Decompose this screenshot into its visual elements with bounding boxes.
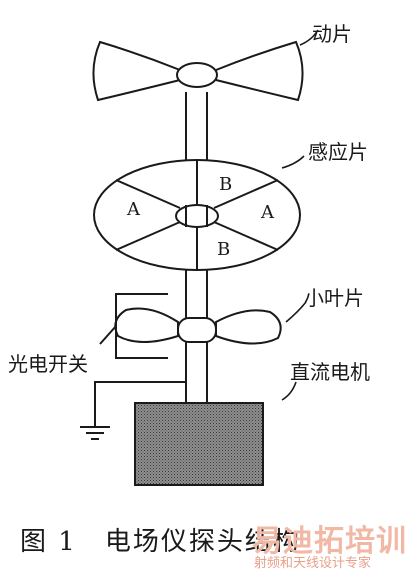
- label-photo-switch: 光电开关: [8, 352, 88, 376]
- watermark-subtitle: 射频和天线设计专家: [254, 556, 372, 571]
- leader-lines: [281, 29, 319, 401]
- dc-motor: [134, 402, 264, 486]
- label-small-blade: 小叶片: [304, 286, 364, 310]
- label-moving-plate: 动片: [312, 22, 352, 46]
- figure-caption: 图 1 电场仪探头结构: [20, 521, 301, 558]
- moving-plate-rotor: [92, 40, 304, 102]
- sector-label-b-top: B: [219, 174, 233, 195]
- ground-icon: [80, 426, 110, 440]
- figure-number: 图 1: [20, 527, 77, 557]
- sector-label-a-left: A: [127, 199, 140, 220]
- small-blade-rotor: [114, 307, 282, 345]
- photo-switch-bracket: [99, 293, 168, 359]
- ground-wire: [94, 381, 186, 426]
- figure-title: 电场仪探头结构: [104, 527, 301, 557]
- sector-label-b-bottom: B: [217, 239, 231, 260]
- label-sensing-plate: 感应片: [308, 140, 368, 164]
- watermark-brand: 易迪拓培训: [252, 524, 407, 559]
- sensing-plate-disc: [93, 159, 301, 271]
- sector-label-a-right: A: [261, 202, 274, 223]
- label-dc-motor: 直流电机: [290, 360, 370, 384]
